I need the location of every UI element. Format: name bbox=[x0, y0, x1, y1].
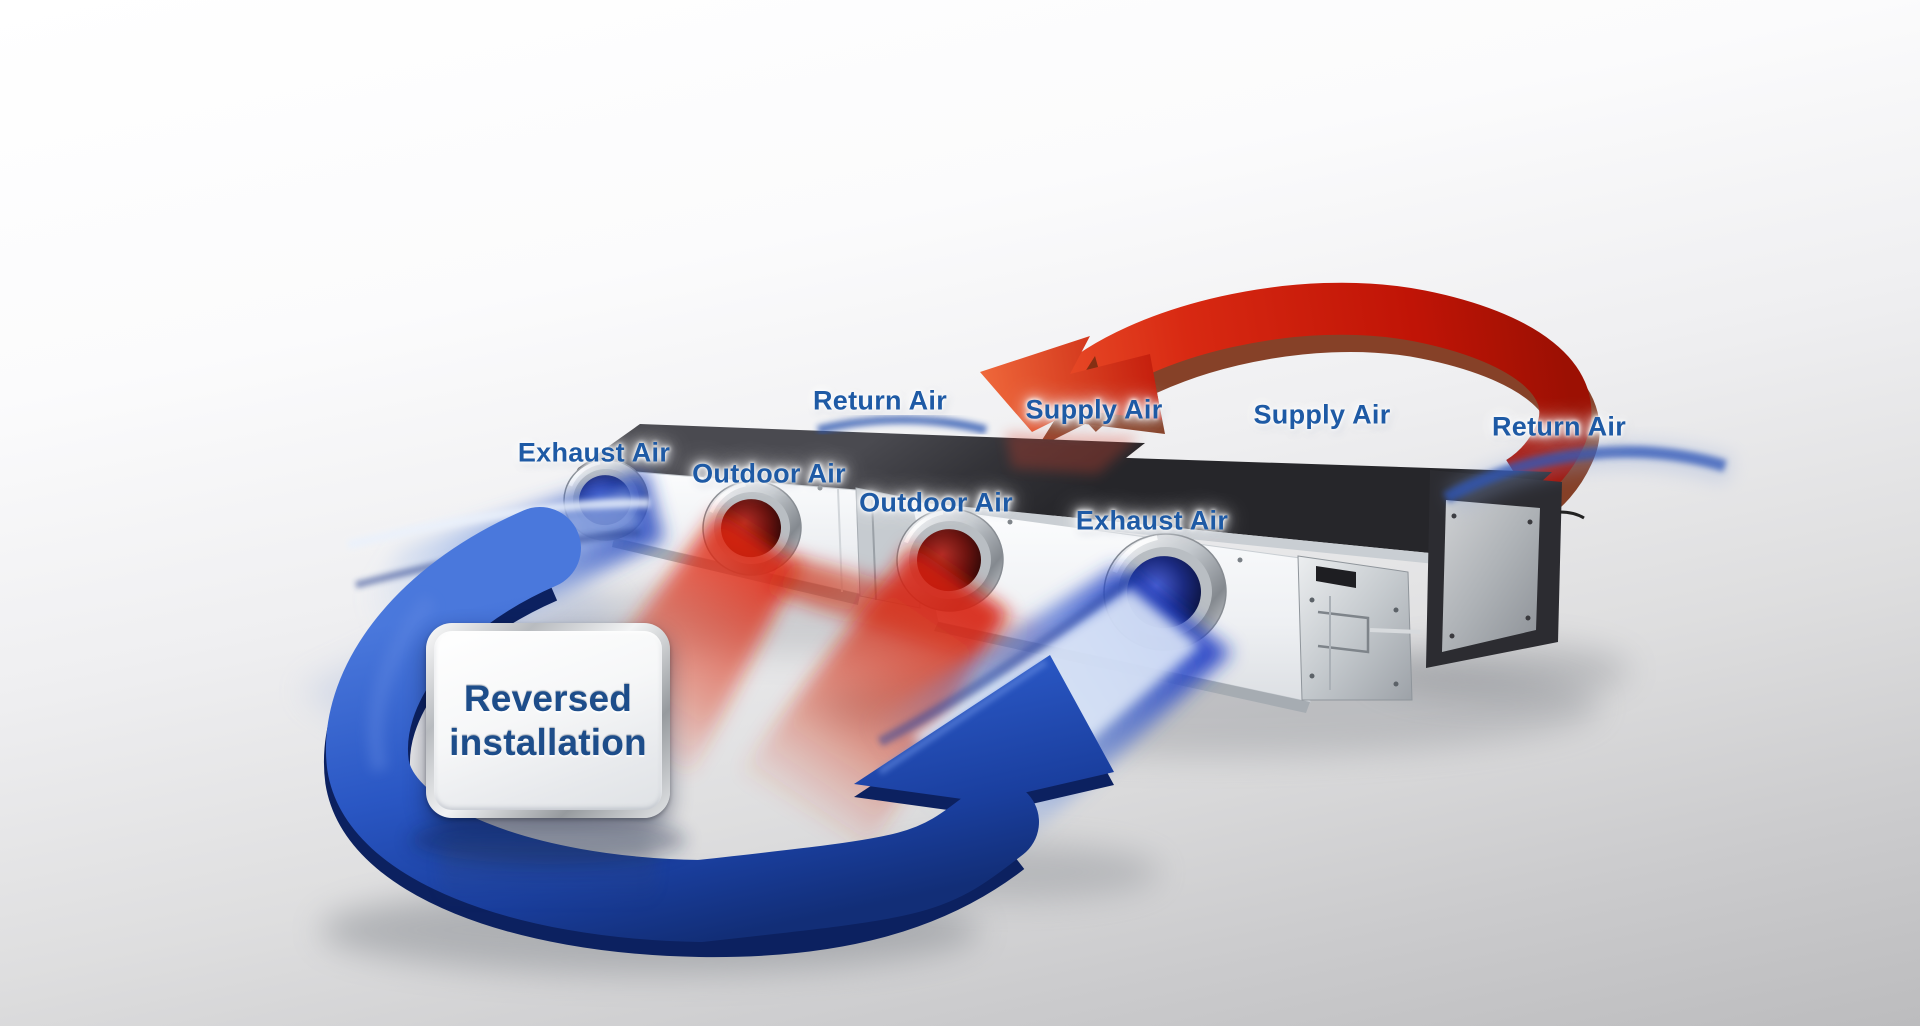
label-outdoor-air-right: Outdoor Air bbox=[859, 487, 1013, 518]
outdoor-air-beam-right bbox=[740, 546, 1008, 852]
return-air-streak-left bbox=[816, 415, 988, 435]
label-outdoor-air-left: Outdoor Air bbox=[692, 458, 846, 489]
label-exhaust-air-right: Exhaust Air bbox=[1075, 505, 1229, 536]
badge-reflection bbox=[440, 842, 656, 906]
label-return-air-right: Return Air bbox=[1491, 411, 1627, 442]
badge-text-line2: installation bbox=[449, 721, 647, 763]
reversed-installation-badge: Reversed installation bbox=[426, 623, 670, 818]
label-return-air-left: Return Air bbox=[812, 385, 948, 416]
badge-text-line1: Reversed bbox=[463, 677, 633, 719]
label-exhaust-air-left: Exhaust Air bbox=[517, 437, 671, 468]
wire bbox=[1559, 510, 1585, 520]
control-box bbox=[1297, 555, 1421, 701]
label-supply-air-left: Supply Air bbox=[1025, 394, 1163, 425]
unit-end-cap bbox=[1426, 470, 1585, 668]
label-supply-air-right: Supply Air bbox=[1253, 399, 1391, 430]
badge-panel: Reversed installation bbox=[434, 631, 662, 810]
blue-reverse-flow-arrow-icon bbox=[320, 507, 1160, 974]
